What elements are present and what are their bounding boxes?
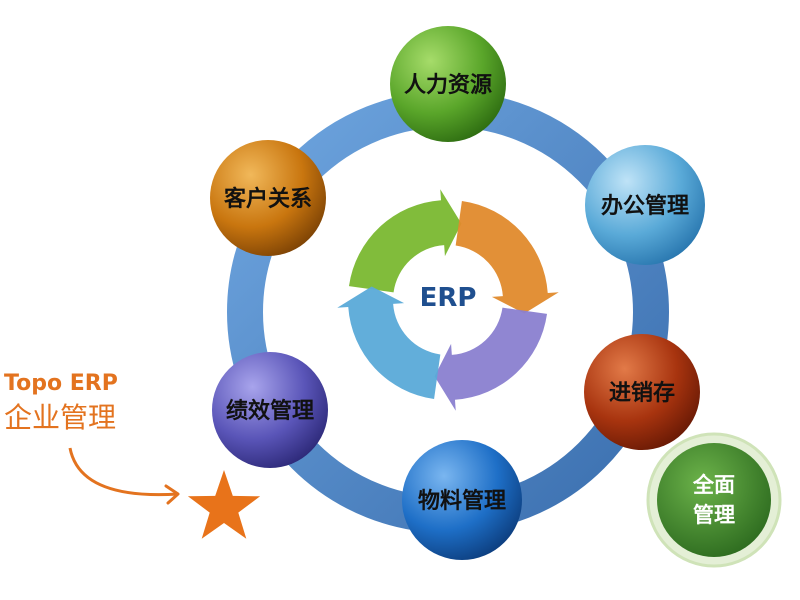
curved-arrow bbox=[68, 447, 179, 497]
side-note-line1: Topo ERP bbox=[4, 371, 118, 396]
node-performance-circle bbox=[212, 352, 328, 468]
node-crm-circle bbox=[210, 140, 326, 256]
badge-line1: 全面 bbox=[692, 473, 735, 497]
node-material-circle bbox=[402, 440, 522, 560]
curved-arrow-head bbox=[164, 484, 180, 505]
node-hr-label: 人力资源 bbox=[404, 73, 492, 98]
node-material-label: 物料管理 bbox=[418, 488, 506, 514]
node-crm-label: 客户关系 bbox=[224, 186, 312, 212]
center-label: ERP bbox=[420, 283, 477, 313]
side-note-line2: 企业管理 bbox=[4, 401, 116, 434]
node-hr: 人力资源 bbox=[390, 26, 506, 142]
cycle-arrow-purple bbox=[434, 307, 548, 411]
node-crm: 客户关系 bbox=[210, 140, 326, 256]
node-inventory-circle bbox=[584, 334, 700, 450]
badge-inner-circle bbox=[657, 443, 771, 557]
node-hr-circle bbox=[390, 26, 506, 142]
cycle-arrows bbox=[337, 189, 559, 411]
node-material: 物料管理 bbox=[402, 440, 522, 560]
node-inventory-label: 进销存 bbox=[609, 380, 675, 406]
cycle-arrow-blue bbox=[337, 286, 441, 400]
node-inventory: 进销存 bbox=[584, 334, 700, 450]
badge-line2: 管理 bbox=[693, 503, 735, 527]
cycle-arrow-orange bbox=[455, 200, 559, 314]
node-performance-label: 绩效管理 bbox=[226, 398, 314, 424]
node-performance: 绩效管理 bbox=[212, 352, 328, 468]
cycle-arrow-green bbox=[348, 189, 462, 293]
node-office-label: 办公管理 bbox=[601, 193, 689, 219]
node-office: 办公管理 bbox=[585, 145, 705, 265]
star-icon bbox=[187, 470, 261, 539]
node-office-circle bbox=[585, 145, 705, 265]
badge-comprehensive: 全面 管理 bbox=[646, 432, 782, 568]
